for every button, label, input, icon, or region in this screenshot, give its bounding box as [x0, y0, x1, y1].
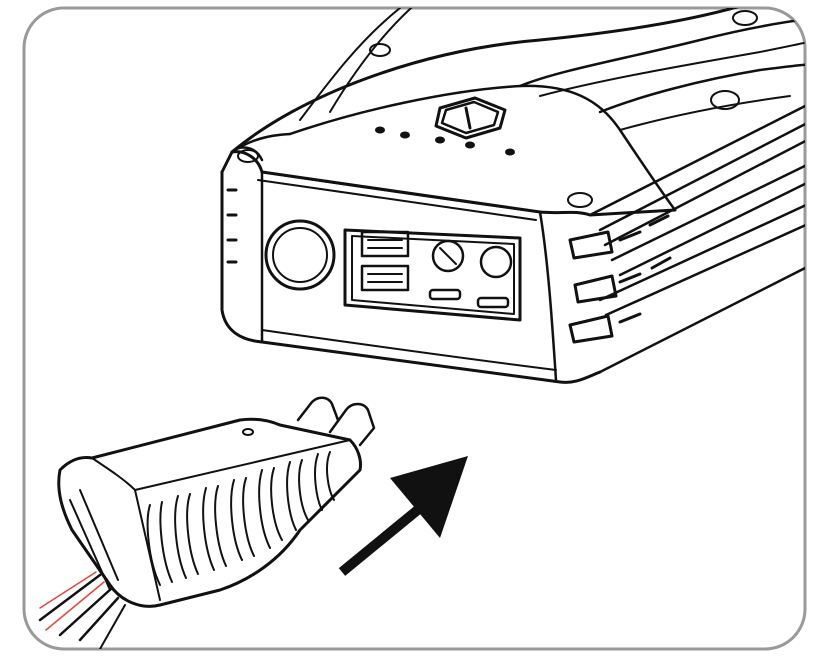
cable-red-2 — [45, 581, 105, 631]
dc-out-port — [431, 239, 465, 273]
corner-screw-left — [237, 149, 259, 163]
usb-c-port — [476, 296, 510, 309]
battery-indicator-leds — [375, 126, 515, 156]
top-screw-right — [710, 90, 740, 110]
arrow-shaft — [338, 504, 424, 576]
round-port — [479, 245, 513, 279]
cable-red-1 — [39, 571, 97, 609]
arrow-head — [390, 456, 468, 538]
plug-body — [57, 417, 362, 608]
usb-port-2 — [360, 264, 410, 292]
top-screw-far — [732, 10, 758, 26]
right-side-rails — [588, 98, 805, 374]
plug-grip-fins — [146, 451, 335, 586]
frame-border — [22, 6, 807, 651]
dc-socket — [264, 219, 336, 291]
arrow-icon — [338, 456, 468, 576]
power-button-icon — [434, 96, 507, 140]
usb-port-1 — [360, 230, 410, 258]
device-top-surface — [230, 8, 762, 154]
right-side-clips — [568, 214, 672, 344]
plug-hole — [242, 428, 254, 436]
jumper-clamp-plug — [38, 396, 376, 649]
left-side-grip — [226, 188, 238, 264]
plug-prong-right — [328, 402, 376, 447]
plug-cables — [38, 571, 126, 649]
plug-prong-left — [296, 396, 340, 422]
micro-usb-port — [428, 288, 462, 301]
power-bank-device — [220, 8, 805, 384]
port-panel — [343, 228, 522, 322]
corner-screw-right — [567, 192, 593, 208]
top-screw-left — [369, 43, 391, 57]
